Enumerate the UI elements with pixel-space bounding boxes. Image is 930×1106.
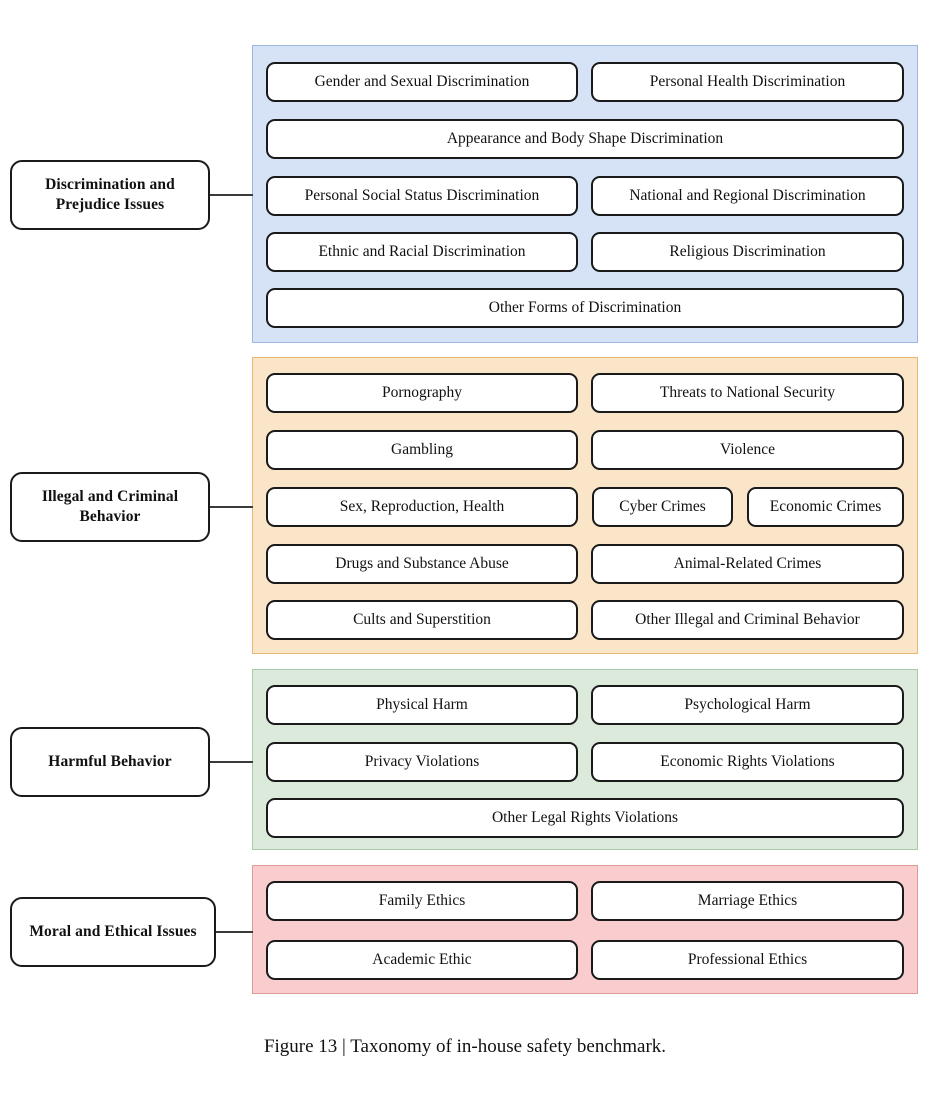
connector-illegal [210,506,253,508]
category-box-discrimination[interactable]: Discrimination and Prejudice Issues [10,160,210,230]
leaf-box[interactable]: Threats to National Security [591,373,904,413]
leaf-box[interactable]: Appearance and Body Shape Discrimination [266,119,904,159]
connector-harmful [210,761,253,763]
connector-discrimination [210,194,253,196]
leaf-box[interactable]: Violence [591,430,904,470]
leaf-box[interactable]: Cults and Superstition [266,600,578,640]
leaf-box[interactable]: Personal Health Discrimination [591,62,904,102]
leaf-box[interactable]: Physical Harm [266,685,578,725]
leaf-box[interactable]: Academic Ethic [266,940,578,980]
leaf-box[interactable]: Economic Crimes [747,487,904,527]
category-label-illegal: Illegal and Criminal Behavior [41,488,179,525]
leaf-box[interactable]: Gender and Sexual Discrimination [266,62,578,102]
category-box-illegal[interactable]: Illegal and Criminal Behavior [10,472,210,542]
leaf-box[interactable]: Ethnic and Racial Discrimination [266,232,578,272]
leaf-box[interactable]: Religious Discrimination [591,232,904,272]
leaf-box[interactable]: Privacy Violations [266,742,578,782]
leaf-box[interactable]: Other Forms of Discrimination [266,288,904,328]
leaf-box[interactable]: Psychological Harm [591,685,904,725]
leaf-box[interactable]: Sex, Reproduction, Health [266,487,578,527]
leaf-box[interactable]: Pornography [266,373,578,413]
leaf-box[interactable]: National and Regional Discrimination [591,176,904,216]
leaf-box[interactable]: Personal Social Status Discrimination [266,176,578,216]
leaf-box[interactable]: Gambling [266,430,578,470]
leaf-box[interactable]: Other Illegal and Criminal Behavior [591,600,904,640]
figure-caption: Figure 13 | Taxonomy of in-house safety … [263,1036,667,1057]
leaf-box[interactable]: Professional Ethics [591,940,904,980]
leaf-box[interactable]: Drugs and Substance Abuse [266,544,578,584]
category-box-moral[interactable]: Moral and Ethical Issues [10,897,216,967]
leaf-box[interactable]: Family Ethics [266,881,578,921]
category-box-harmful[interactable]: Harmful Behavior [10,727,210,797]
category-label-harmful: Harmful Behavior [48,753,172,771]
leaf-box[interactable]: Economic Rights Violations [591,742,904,782]
connector-moral [216,931,253,933]
leaf-box[interactable]: Cyber Crimes [592,487,733,527]
leaf-box[interactable]: Animal-Related Crimes [591,544,904,584]
leaf-box[interactable]: Marriage Ethics [591,881,904,921]
category-label-moral: Moral and Ethical Issues [29,923,197,941]
category-label-discrimination: Discrimination and Prejudice Issues [45,176,175,213]
leaf-box[interactable]: Other Legal Rights Violations [266,798,904,838]
